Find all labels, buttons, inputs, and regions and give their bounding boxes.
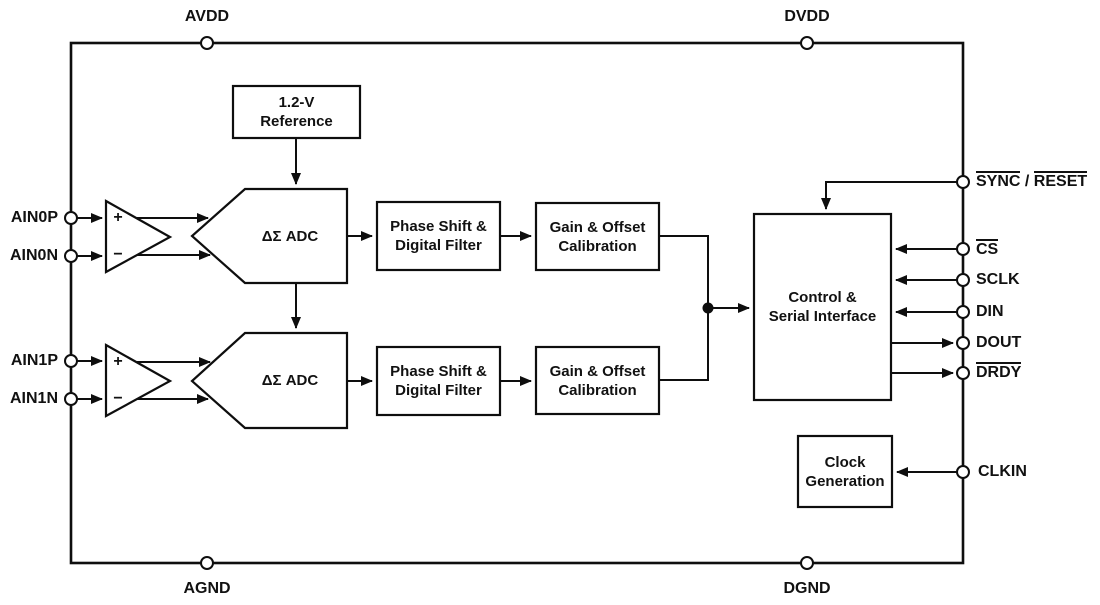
clock-block-label: Clock Generation — [805, 453, 885, 490]
pin-dout — [956, 336, 970, 350]
phase-filter1-block-label: Phase Shift & Digital Filter — [390, 363, 487, 399]
clock-block — [796, 434, 894, 509]
pin-ain0n — [64, 249, 78, 263]
reference-block-label: 1.2-V Reference — [260, 94, 333, 130]
drdy-label: DRDY — [976, 362, 1022, 381]
pin-label-clkin: CLKIN — [978, 463, 1027, 480]
phase-filter1-block — [375, 345, 502, 417]
calibration1-block-label: Gain & Offset Calibration — [549, 362, 646, 399]
pin-dgnd — [800, 556, 814, 570]
pin-label-ain0n: AIN0N — [9, 247, 58, 264]
phase-filter0-block-label: Phase Shift & Digital Filter — [390, 218, 487, 254]
pin-avdd — [200, 36, 214, 50]
pin-label-ain1n: AIN1N — [9, 390, 58, 407]
control-block — [752, 212, 893, 402]
pin-drdy — [956, 366, 970, 380]
pin-label-dout: DOUT — [976, 334, 1022, 351]
pin-circles — [64, 36, 970, 570]
pin-label-drdy: DRDY — [976, 362, 1022, 382]
phase-filter0-block — [375, 200, 502, 272]
amp0-opamp — [104, 199, 173, 274]
control-block-label: Control & Serial Interface — [768, 289, 877, 325]
junction-dot — [702, 302, 714, 314]
chip-boundary — [69, 41, 965, 565]
calibration0-block — [534, 201, 661, 272]
pin-label-ain1p: AIN1P — [10, 352, 58, 369]
pin-cs — [956, 242, 970, 256]
calibration1-block — [534, 345, 661, 416]
adc1-block — [190, 331, 349, 430]
calibration0-block-label: Gain & Offset Calibration — [549, 218, 646, 255]
pin-ain1p — [64, 354, 78, 368]
amp1-plus-sign: + — [113, 353, 123, 370]
pin-label-dgnd: DGND — [783, 580, 831, 597]
wire-cal1-to-junction — [659, 308, 709, 381]
cs-label: CS — [976, 239, 999, 258]
pin-label-ain0p: AIN0P — [10, 209, 58, 226]
pin-din — [956, 305, 970, 319]
pin-ain1n — [64, 392, 78, 406]
pin-dvdd — [800, 36, 814, 50]
sync-reset-separator: / — [1020, 173, 1034, 190]
pin-clkin — [956, 465, 970, 479]
adc0-block-label: ΔΣ ADC — [261, 227, 319, 245]
amp0-minus-sign: − — [113, 246, 123, 263]
amp0-plus-sign: + — [113, 209, 123, 226]
pin-agnd — [200, 556, 214, 570]
pin-sync-reset — [956, 175, 970, 189]
amp1-minus-sign: − — [113, 390, 123, 407]
pin-label-cs: CS — [976, 239, 999, 259]
pin-label-sync-reset: SYNC / RESET — [976, 171, 1088, 191]
wire-cal0-to-junction — [659, 235, 709, 308]
pin-label-din: DIN — [976, 303, 1004, 320]
reset-label: RESET — [1033, 171, 1088, 190]
pin-sclk — [956, 273, 970, 287]
amp1-opamp — [104, 343, 173, 418]
sync-label: SYNC — [976, 171, 1021, 190]
pin-label-dvdd: DVDD — [784, 8, 830, 25]
adc1-block-label: ΔΣ ADC — [261, 372, 319, 389]
wire-sync-to-control — [821, 181, 957, 210]
wires — [77, 138, 957, 477]
pin-label-sclk: SCLK — [976, 271, 1020, 288]
reference-block — [231, 84, 362, 140]
blocks — [104, 84, 894, 509]
pin-ain0p — [64, 211, 78, 225]
pin-label-avdd: AVDD — [184, 8, 230, 25]
pin-label-agnd: AGND — [183, 580, 231, 597]
adc0-block — [190, 187, 349, 285]
